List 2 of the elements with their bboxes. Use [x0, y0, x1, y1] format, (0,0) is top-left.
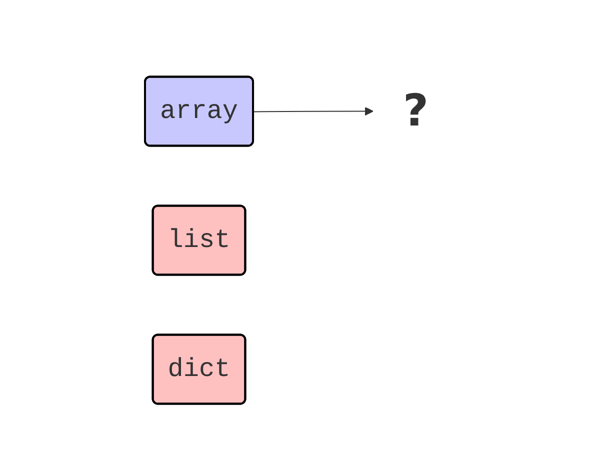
- node-text: ?: [402, 85, 428, 136]
- arrow: [252, 106, 374, 116]
